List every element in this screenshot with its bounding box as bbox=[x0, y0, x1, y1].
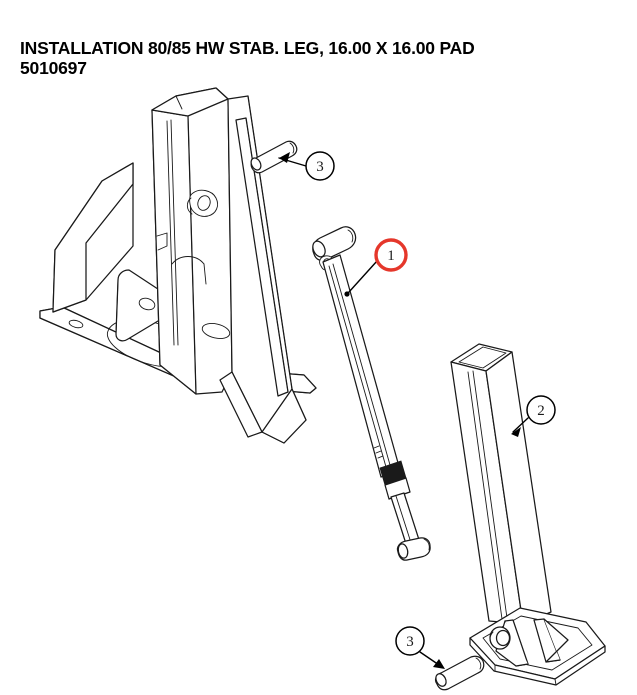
callout-3-bottom[interactable]: 3 bbox=[395, 626, 425, 656]
callout-3-top[interactable]: 3 bbox=[305, 151, 335, 181]
callout-2-leg[interactable]: 2 bbox=[526, 395, 556, 425]
leader-lines bbox=[278, 152, 529, 669]
callout-3-top-label: 3 bbox=[316, 159, 324, 175]
page-title: INSTALLATION 80/85 HW STAB. LEG, 16.00 X… bbox=[20, 38, 475, 58]
callout-1-cylinder[interactable]: 1 bbox=[374, 238, 408, 272]
hydraulic-cylinder bbox=[312, 226, 431, 561]
callout-2-label: 2 bbox=[537, 403, 545, 419]
callout-1-label: 1 bbox=[387, 248, 395, 264]
lower-mount-pin bbox=[435, 655, 485, 691]
drawing-number: 5010697 bbox=[20, 58, 87, 78]
stabilizer-leg bbox=[450, 343, 606, 686]
callout-3-bottom-label: 3 bbox=[406, 634, 414, 650]
upper-mount-pin bbox=[250, 140, 298, 174]
mounting-bracket bbox=[39, 87, 317, 444]
title-block: INSTALLATION 80/85 HW STAB. LEG, 16.00 X… bbox=[20, 38, 620, 78]
